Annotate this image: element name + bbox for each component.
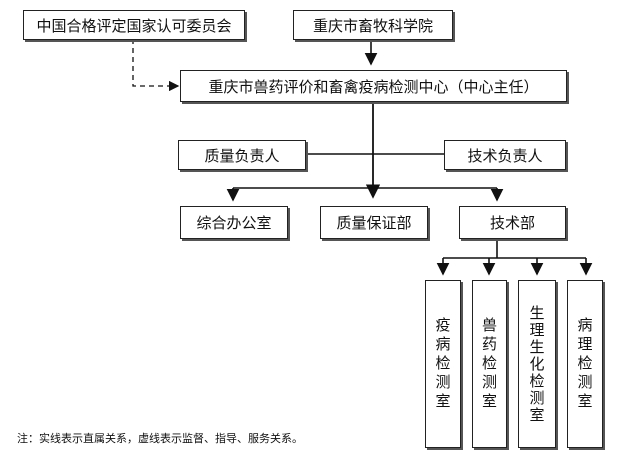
tech-dept-box: 技术部 xyxy=(459,206,566,239)
tech-head-box: 技术负责人 xyxy=(444,140,566,170)
academy-box: 重庆市畜牧科学院 xyxy=(293,10,453,40)
lab-patho-box: 病理检测室 xyxy=(567,280,603,448)
center-box: 重庆市兽药评价和畜禽疫病检测中心（中心主任） xyxy=(180,70,567,102)
footnote: 注：实线表示直属关系，虚线表示监督、指导、服务关系。 xyxy=(17,432,303,445)
lab-epidemic-box: 疫病检测室 xyxy=(425,280,461,448)
lab-vetdrug-box: 兽药检测室 xyxy=(472,280,507,448)
quality-dept-box: 质量保证部 xyxy=(320,206,428,239)
office-box: 综合办公室 xyxy=(180,206,288,239)
cnas-box: 中国合格评定国家认可委员会 xyxy=(23,10,245,40)
lab-physio-box: 生理生化检测室 xyxy=(518,280,556,448)
quality-head-box: 质量负责人 xyxy=(178,140,306,170)
dashed-supervision-line xyxy=(132,39,180,92)
